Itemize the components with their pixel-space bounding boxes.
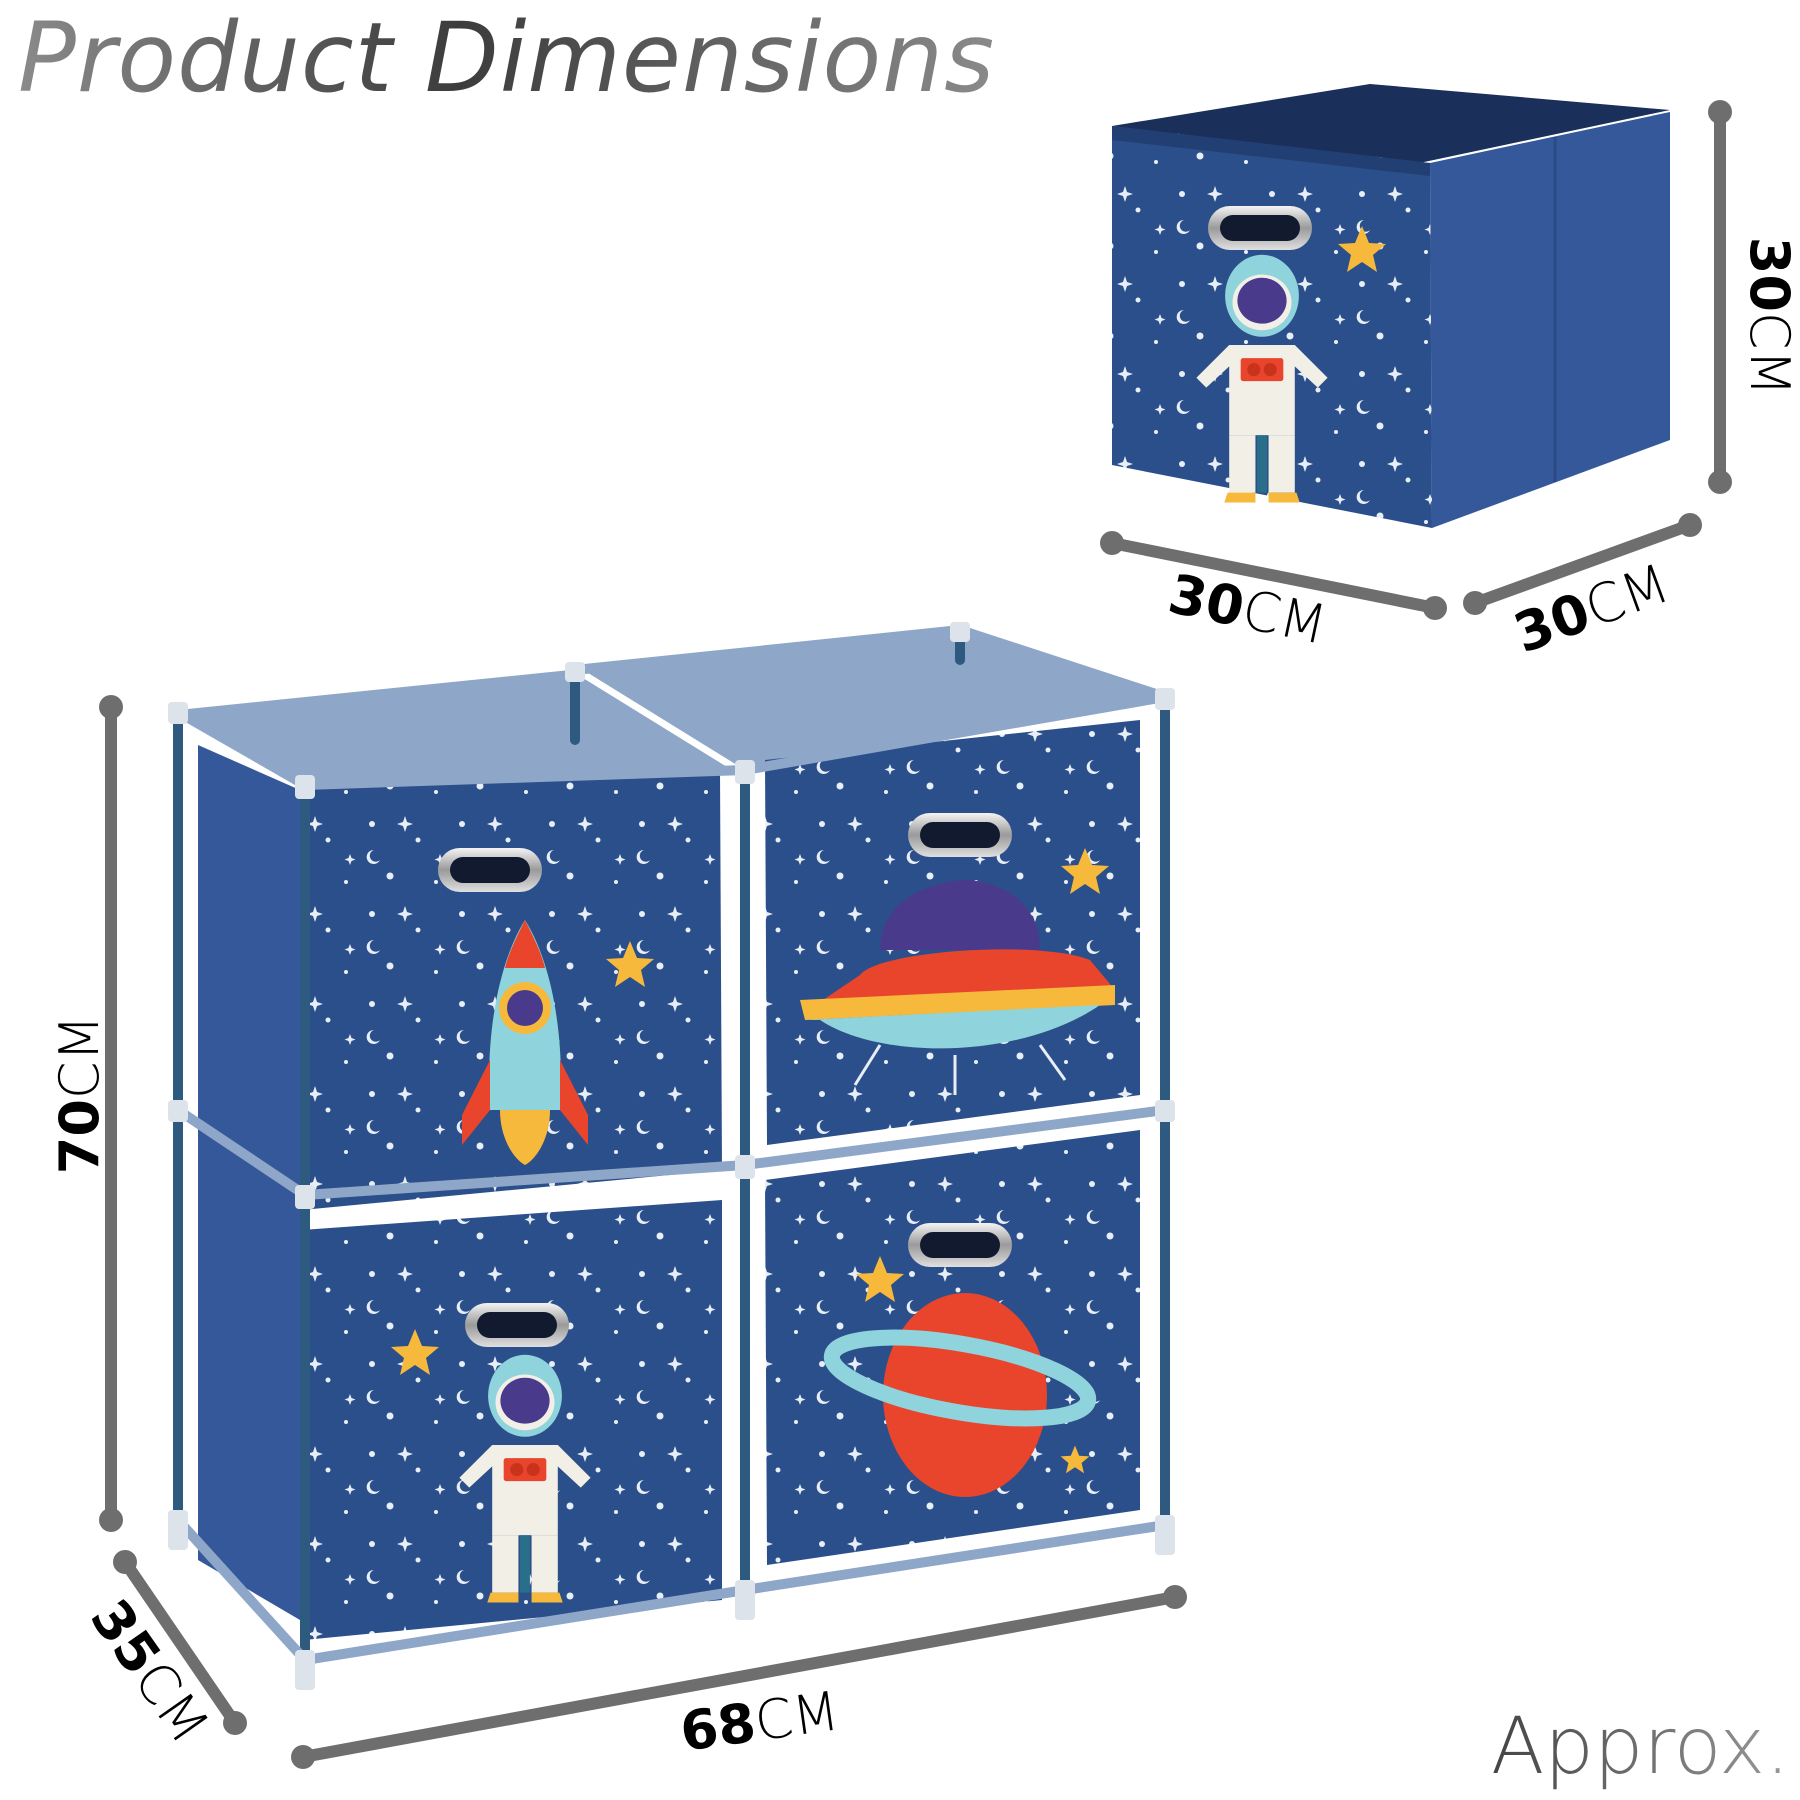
unit: CM	[750, 1679, 844, 1754]
value: 68	[676, 1690, 760, 1764]
unit-measure-lines	[99, 695, 1187, 1769]
single-storage-box	[1112, 84, 1670, 528]
page-title: Product Dimensions	[18, 2, 996, 114]
drawer-astronaut[interactable]	[302, 1200, 722, 1640]
unit: CM	[1738, 311, 1800, 397]
value: 30	[1738, 236, 1800, 312]
approx-note: Approx.	[1490, 1702, 1790, 1792]
single-box-height-label: 30CM	[1738, 237, 1800, 396]
value: 70	[48, 1099, 112, 1175]
drawer-rocket[interactable]	[300, 770, 722, 1210]
drawer-planet[interactable]	[765, 1130, 1140, 1565]
single-box-measure-lines	[1100, 100, 1732, 620]
storage-unit	[168, 622, 1175, 1690]
unit: CM	[48, 1014, 112, 1100]
unit-height-label: 70CM	[48, 1015, 111, 1174]
drawer-ufo[interactable]	[765, 720, 1140, 1145]
